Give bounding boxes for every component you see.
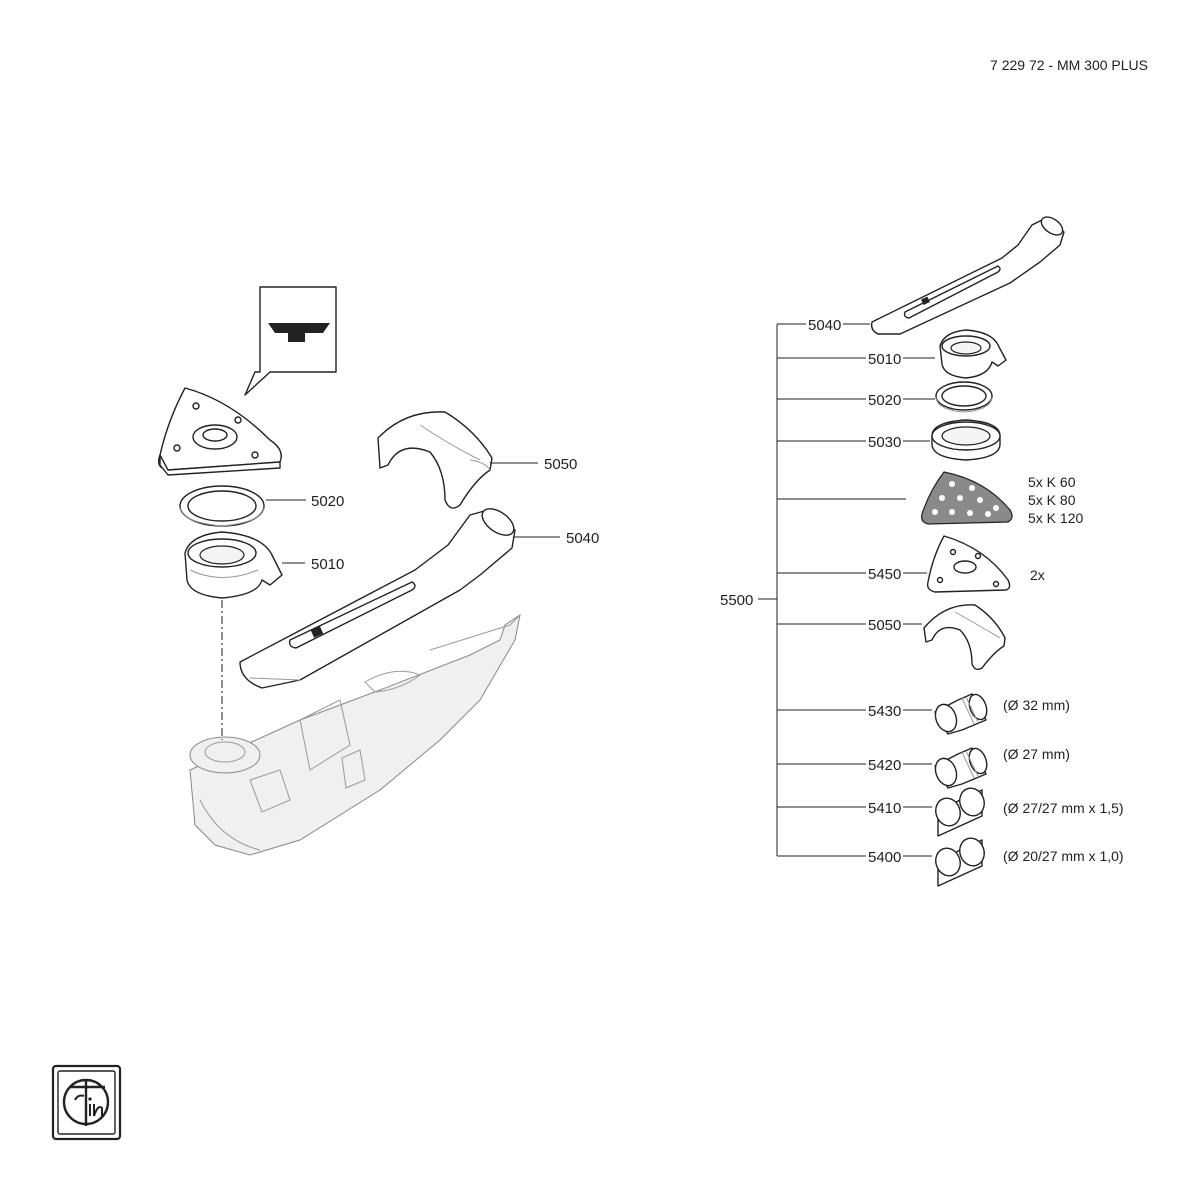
- document-title: 7 229 72 - MM 300 PLUS: [990, 57, 1148, 73]
- part-note-5420: (Ø 27 mm): [1003, 746, 1070, 762]
- callout-5010: 5010: [311, 556, 344, 573]
- adapter-part-5010-list: [939, 329, 1007, 379]
- profile-detail-icon: [268, 323, 330, 342]
- fein-logo-icon: [51, 1064, 122, 1141]
- ring-part-5020-list: [935, 381, 993, 413]
- adapter-part-5010: [184, 531, 283, 599]
- sleeve-part-5410-list: [935, 787, 985, 837]
- part-label-5040: 5040: [808, 317, 841, 334]
- zoom-detail-box: [244, 286, 337, 396]
- part-label-5420: 5420: [868, 757, 901, 774]
- abrasive-note-line-3: 5x K 120: [1028, 510, 1083, 526]
- part-note-5400: (Ø 20/27 mm x 1,0): [1003, 848, 1124, 864]
- abrasive-sheet-part-list: [921, 471, 1013, 525]
- abrasive-note-line-1: 5x K 60: [1028, 474, 1076, 490]
- seal-ring-part-5030-list: [931, 419, 1001, 461]
- part-label-5020: 5020: [868, 392, 901, 409]
- part-label-5450: 5450: [868, 566, 901, 583]
- suction-tube-part-5040-list: [870, 216, 1065, 335]
- part-label-5430: 5430: [868, 703, 901, 720]
- part-label-5010: 5010: [868, 351, 901, 368]
- hose-adapter-part-5430-list: [934, 693, 988, 735]
- part-label-5400: 5400: [868, 849, 901, 866]
- part-note-5430: (Ø 32 mm): [1003, 697, 1070, 713]
- abrasive-note-line-2: 5x K 80: [1028, 492, 1076, 508]
- part-label-5410: 5410: [868, 800, 901, 817]
- hood-part-5050: [377, 411, 493, 509]
- callout-5020: 5020: [311, 493, 344, 510]
- part-label-5050: 5050: [868, 617, 901, 634]
- group-label-5500: 5500: [720, 592, 753, 609]
- sleeve-part-5400-list: [935, 837, 985, 887]
- part-label-5030: 5030: [868, 434, 901, 451]
- callout-5040: 5040: [566, 530, 599, 547]
- ring-part-5020: [179, 485, 265, 527]
- hose-adapter-part-5420-list: [934, 747, 988, 789]
- sanding-pad-part: [157, 387, 282, 476]
- sanding-pad-part-5450-list: [926, 535, 1011, 593]
- power-tool-ghost: [189, 613, 521, 856]
- suction-tube-part-5040: [239, 508, 516, 689]
- part-note-5450: 2x: [1030, 567, 1045, 583]
- callout-5050: 5050: [544, 456, 577, 473]
- hood-part-5050-list: [923, 604, 1006, 671]
- part-note-5410: (Ø 27/27 mm x 1,5): [1003, 800, 1124, 816]
- parts-group-bracket: [758, 324, 778, 856]
